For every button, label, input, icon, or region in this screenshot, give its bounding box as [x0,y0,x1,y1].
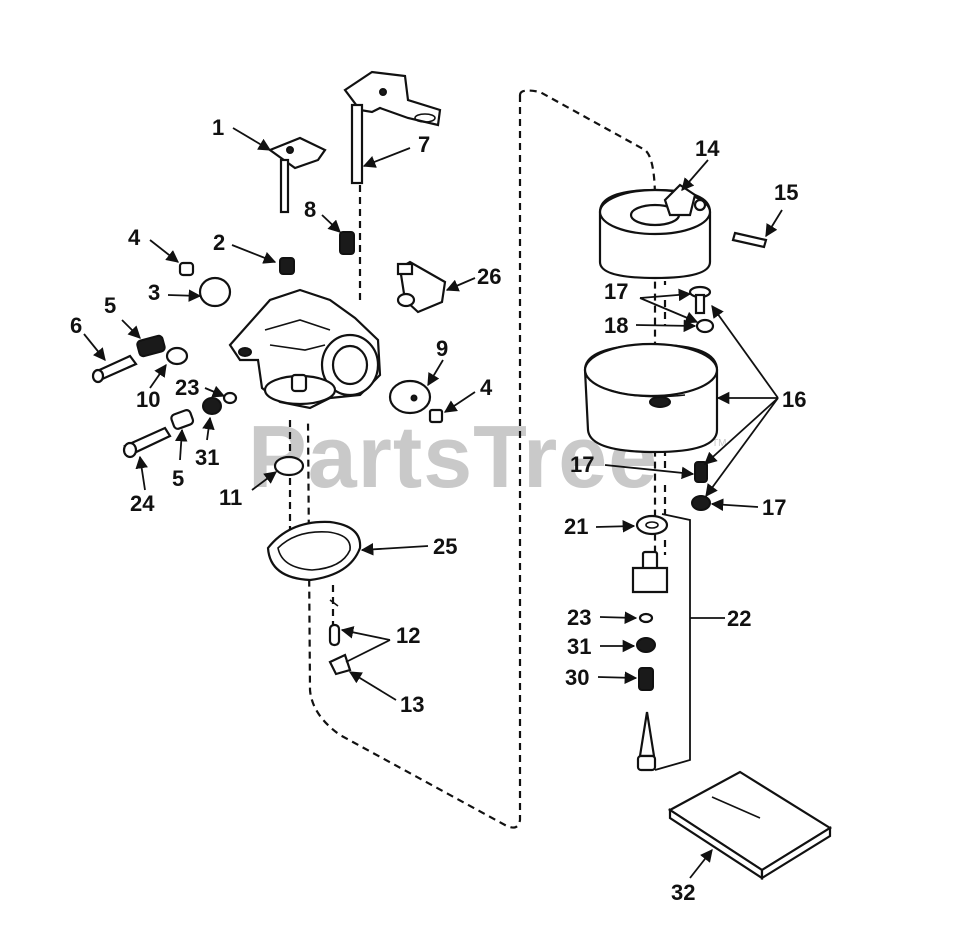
callout-9: 9 [436,336,448,361]
callout-4-top: 4 [128,225,141,250]
callout-labels: 1 2 3 4 4 5 5 6 7 8 9 10 11 12 13 14 15 … [70,115,806,905]
part-gasket-25 [266,520,362,582]
callout-17-mid: 17 [570,452,594,477]
dashed-assembly-path [306,89,657,829]
callout-24: 24 [130,491,155,516]
callout-10: 10 [136,387,160,412]
part-plate-9 [388,379,432,415]
part-carburetor-body [228,288,382,410]
part-fuel-inlet [396,260,447,314]
part-spring-2 [279,257,295,275]
part-float-pin-15 [731,231,768,249]
callout-5-upper: 5 [104,293,116,318]
callout-1: 1 [212,115,224,140]
part-screw-4-right [428,408,444,424]
callout-2: 2 [213,230,225,255]
callout-12: 12 [396,623,420,648]
callout-25: 25 [433,534,457,559]
callout-17-right: 17 [762,495,786,520]
part-washer-18 [695,318,715,334]
callout-14: 14 [695,136,720,161]
callout-22: 22 [727,606,751,631]
part-clip-13 [328,653,352,676]
callout-31-left: 31 [195,445,219,470]
part-spring-5-upper [136,334,166,358]
part-float-bowl-16 [583,342,719,454]
part-float-14 [598,183,712,280]
part-main-jet-22 [631,513,691,772]
callout-31-right: 31 [567,634,591,659]
callout-23-left: 23 [175,375,199,400]
callout-7: 7 [418,132,430,157]
part-screw-4-top [178,261,195,277]
part-oring-23-left [222,391,238,405]
part-choke-shaft [267,136,327,214]
callout-15: 15 [774,180,798,205]
watermark-tm: TM [712,438,726,449]
callout-11: 11 [219,485,242,510]
part-seal-11 [273,455,305,477]
part-throttle-shaft [343,70,442,185]
callout-18: 18 [604,313,628,338]
callout-30: 30 [565,665,589,690]
part-washer-31-left [202,397,222,415]
callout-5-lower: 5 [172,466,184,491]
part-spring-8 [339,231,355,255]
leader-lines [83,127,783,879]
part-pin-12 [328,599,341,647]
part-screw-6 [91,354,138,384]
callout-6: 6 [70,313,82,338]
part-spring-5-lower [170,409,195,430]
part-gasket-21 [635,514,669,536]
callout-13: 13 [400,692,424,717]
part-nut-17-right [691,495,711,511]
part-spring-17-mid [694,461,708,483]
part-oring-10 [165,346,189,366]
callout-21: 21 [564,514,588,539]
callout-26: 26 [477,264,501,289]
callout-23-right: 23 [567,605,591,630]
part-kit-package-32 [667,770,833,881]
callout-16: 16 [782,387,806,412]
callout-17-top: 17 [604,279,628,304]
part-gasket-3 [198,276,232,308]
callout-8: 8 [304,197,316,222]
callout-3: 3 [148,280,160,305]
callout-32: 32 [671,880,695,905]
part-bolt-17-top [688,285,712,315]
callout-4-right: 4 [480,375,493,400]
part-needle-24 [122,426,172,459]
